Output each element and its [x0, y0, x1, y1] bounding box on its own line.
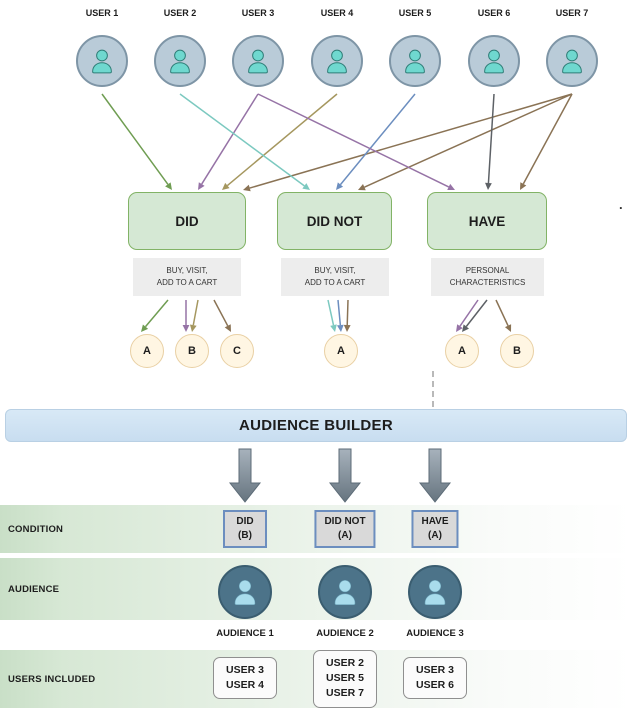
condition-box-did: DID [128, 192, 246, 250]
person-icon [479, 46, 509, 76]
users-included-box-2: USER 2 USER 5 USER 7 [313, 650, 377, 708]
option-circle-didnot-a: A [324, 334, 358, 368]
person-icon [322, 46, 352, 76]
user-node-4: USER 4 [295, 8, 379, 87]
person-icon [400, 46, 430, 76]
person-icon [557, 46, 587, 76]
row-label-condition: CONDITION [8, 524, 64, 535]
user-avatar [311, 35, 363, 87]
users-included-box-1: USER 3 USER 4 [213, 657, 277, 700]
condition-box-have: HAVE [427, 192, 547, 250]
users-included-box-3: USER 3 USER 6 [403, 657, 467, 700]
user-avatar [232, 35, 284, 87]
person-icon [87, 46, 117, 76]
row-label-audience: AUDIENCE [8, 584, 60, 595]
row-label-users-included: USERS INCLUDED [8, 674, 96, 685]
connector-dashed-line [432, 371, 434, 407]
option-circle-have-b: B [500, 334, 534, 368]
audience-band [0, 558, 632, 620]
user-label: USER 2 [163, 8, 197, 18]
audience-builder-banner: AUDIENCE BUILDER [5, 409, 627, 442]
user-node-2: USER 2 [138, 8, 222, 87]
user-avatar [546, 35, 598, 87]
audience-avatar-1 [218, 565, 272, 619]
condition-sublabel-have: PERSONAL CHARACTERISTICS [431, 258, 544, 296]
option-circle-have-a: A [445, 334, 479, 368]
audience-label-2: AUDIENCE 2 [316, 628, 374, 639]
user-node-6: USER 6 [452, 8, 536, 87]
user-avatar [76, 35, 128, 87]
person-icon [229, 576, 261, 608]
user-label: USER 4 [320, 8, 354, 18]
user-label: USER 6 [477, 8, 511, 18]
user-avatar [154, 35, 206, 87]
person-icon [165, 46, 195, 76]
condition-sublabel-did: BUY, VISIT, ADD TO A CART [133, 258, 241, 296]
audience-label-1: AUDIENCE 1 [216, 628, 274, 639]
person-icon [243, 46, 273, 76]
option-circle-did-c: C [220, 334, 254, 368]
audience-label-3: AUDIENCE 3 [406, 628, 464, 639]
person-icon [419, 576, 451, 608]
audience-avatar-3 [408, 565, 462, 619]
user-node-7: USER 7 [530, 8, 614, 87]
user-node-5: USER 5 [373, 8, 457, 87]
result-condition-1: DID (B) [223, 510, 267, 548]
person-icon [329, 576, 361, 608]
user-label: USER 7 [555, 8, 589, 18]
condition-sublabel-did-not: BUY, VISIT, ADD TO A CART [281, 258, 389, 296]
option-circle-did-a: A [130, 334, 164, 368]
result-condition-2: DID NOT (A) [314, 510, 376, 548]
user-label: USER 1 [85, 8, 119, 18]
user-label: USER 5 [398, 8, 432, 18]
audience-avatar-2 [318, 565, 372, 619]
user-label: USER 3 [241, 8, 275, 18]
user-node-1: USER 1 [60, 8, 144, 87]
stray-dot: . [619, 197, 623, 212]
condition-box-did-not: DID NOT [277, 192, 392, 250]
option-circle-did-b: B [175, 334, 209, 368]
user-avatar [468, 35, 520, 87]
user-node-3: USER 3 [216, 8, 300, 87]
result-condition-3: HAVE (A) [411, 510, 459, 548]
user-avatar [389, 35, 441, 87]
